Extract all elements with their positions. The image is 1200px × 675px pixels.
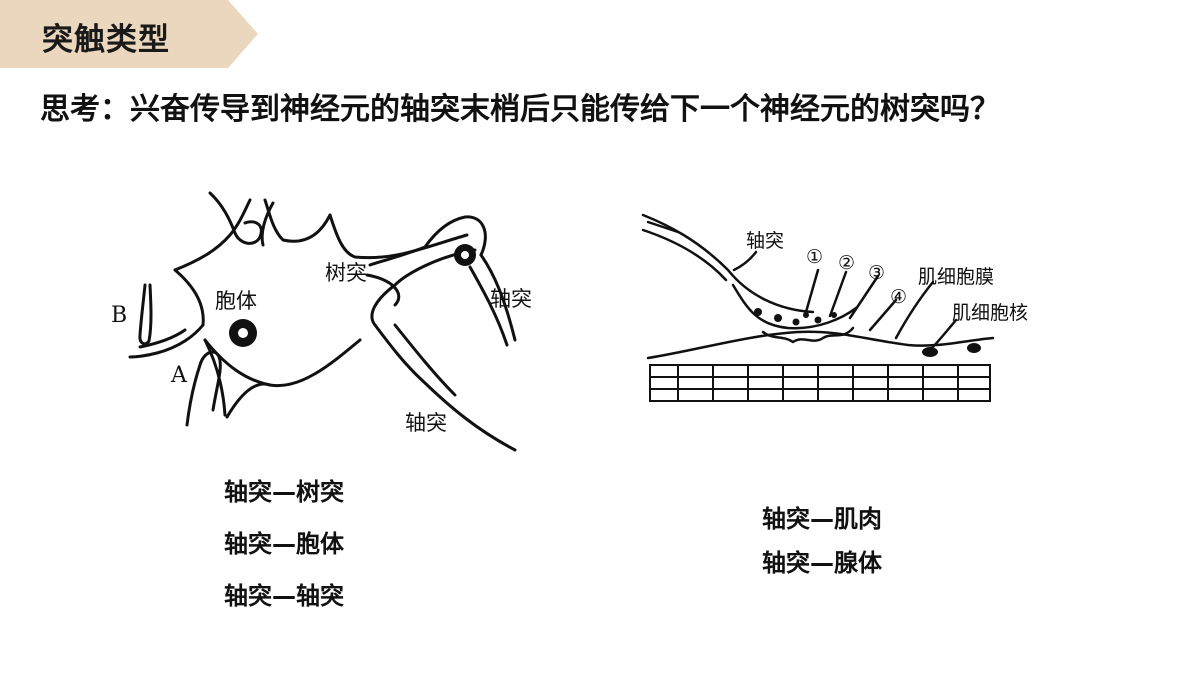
label-muscle-membrane: 肌细胞膜 xyxy=(918,266,995,288)
question-text: 思考：兴奋传导到神经元的轴突末梢后只能传给下一个神经元的树突吗？ xyxy=(40,92,1000,127)
junction-drawing xyxy=(641,213,995,402)
neuromuscular-junction-figure: 轴突 ① ② ③ ④ 肌细胞膜 肌细胞核 xyxy=(638,200,1028,410)
synapse-type-item: 轴突—树突 xyxy=(224,478,344,506)
label-marker-2: ② xyxy=(838,252,856,274)
label-junction-axon: 轴突 xyxy=(746,230,785,252)
label-a: A xyxy=(171,363,187,388)
neuron-drawing xyxy=(128,191,517,452)
label-marker-4: ④ xyxy=(890,286,908,308)
synapse-type-item: 轴突—胞体 xyxy=(224,530,344,558)
neuron-synapse-figure: 胞体 树突 轴突 轴突 B A xyxy=(105,175,555,465)
label-soma: 胞体 xyxy=(215,289,257,313)
label-b: B xyxy=(111,303,128,328)
label-axon-right: 轴突 xyxy=(490,287,532,311)
label-muscle-nucleus: 肌细胞核 xyxy=(952,302,1029,324)
synapse-type-item: 轴突—腺体 xyxy=(762,549,882,577)
label-marker-3: ③ xyxy=(868,262,886,284)
label-dendrite: 树突 xyxy=(325,261,367,285)
section-tab-shape xyxy=(0,0,258,68)
section-header-tab: 突触类型 xyxy=(0,0,258,68)
section-title: 突触类型 xyxy=(42,22,170,58)
label-marker-1: ① xyxy=(806,246,824,268)
synapse-type-item: 轴突—肌肉 xyxy=(762,505,882,533)
left-synapse-types: 轴突—树突 轴突—胞体 轴突—轴突 xyxy=(224,466,344,622)
label-axon-bottom: 轴突 xyxy=(405,411,447,435)
right-synapse-types: 轴突—肌肉 轴突—腺体 xyxy=(762,497,882,585)
synapse-type-item: 轴突—轴突 xyxy=(224,582,344,610)
